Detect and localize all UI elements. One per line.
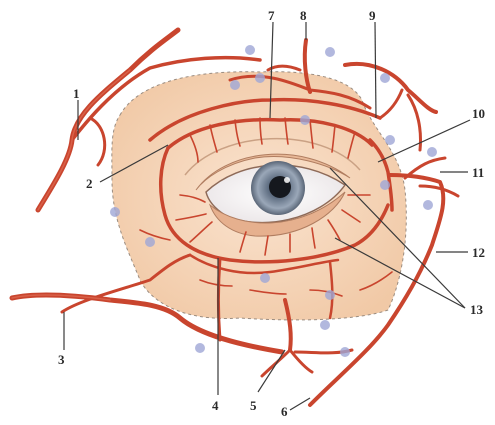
- label-12: 12: [472, 245, 485, 260]
- label-9: 9: [369, 8, 376, 23]
- label-6: 6: [281, 404, 288, 419]
- eye-highlight: [284, 177, 290, 183]
- label-3: 3: [58, 352, 65, 367]
- label-13: 13: [470, 302, 484, 317]
- label-1: 1: [73, 86, 80, 101]
- label-5: 5: [250, 398, 257, 413]
- label-10: 10: [472, 106, 485, 121]
- label-2: 2: [86, 176, 93, 191]
- label-7: 7: [268, 8, 275, 23]
- label-11: 11: [472, 165, 484, 180]
- label-8: 8: [300, 8, 307, 23]
- label-4: 4: [212, 398, 219, 413]
